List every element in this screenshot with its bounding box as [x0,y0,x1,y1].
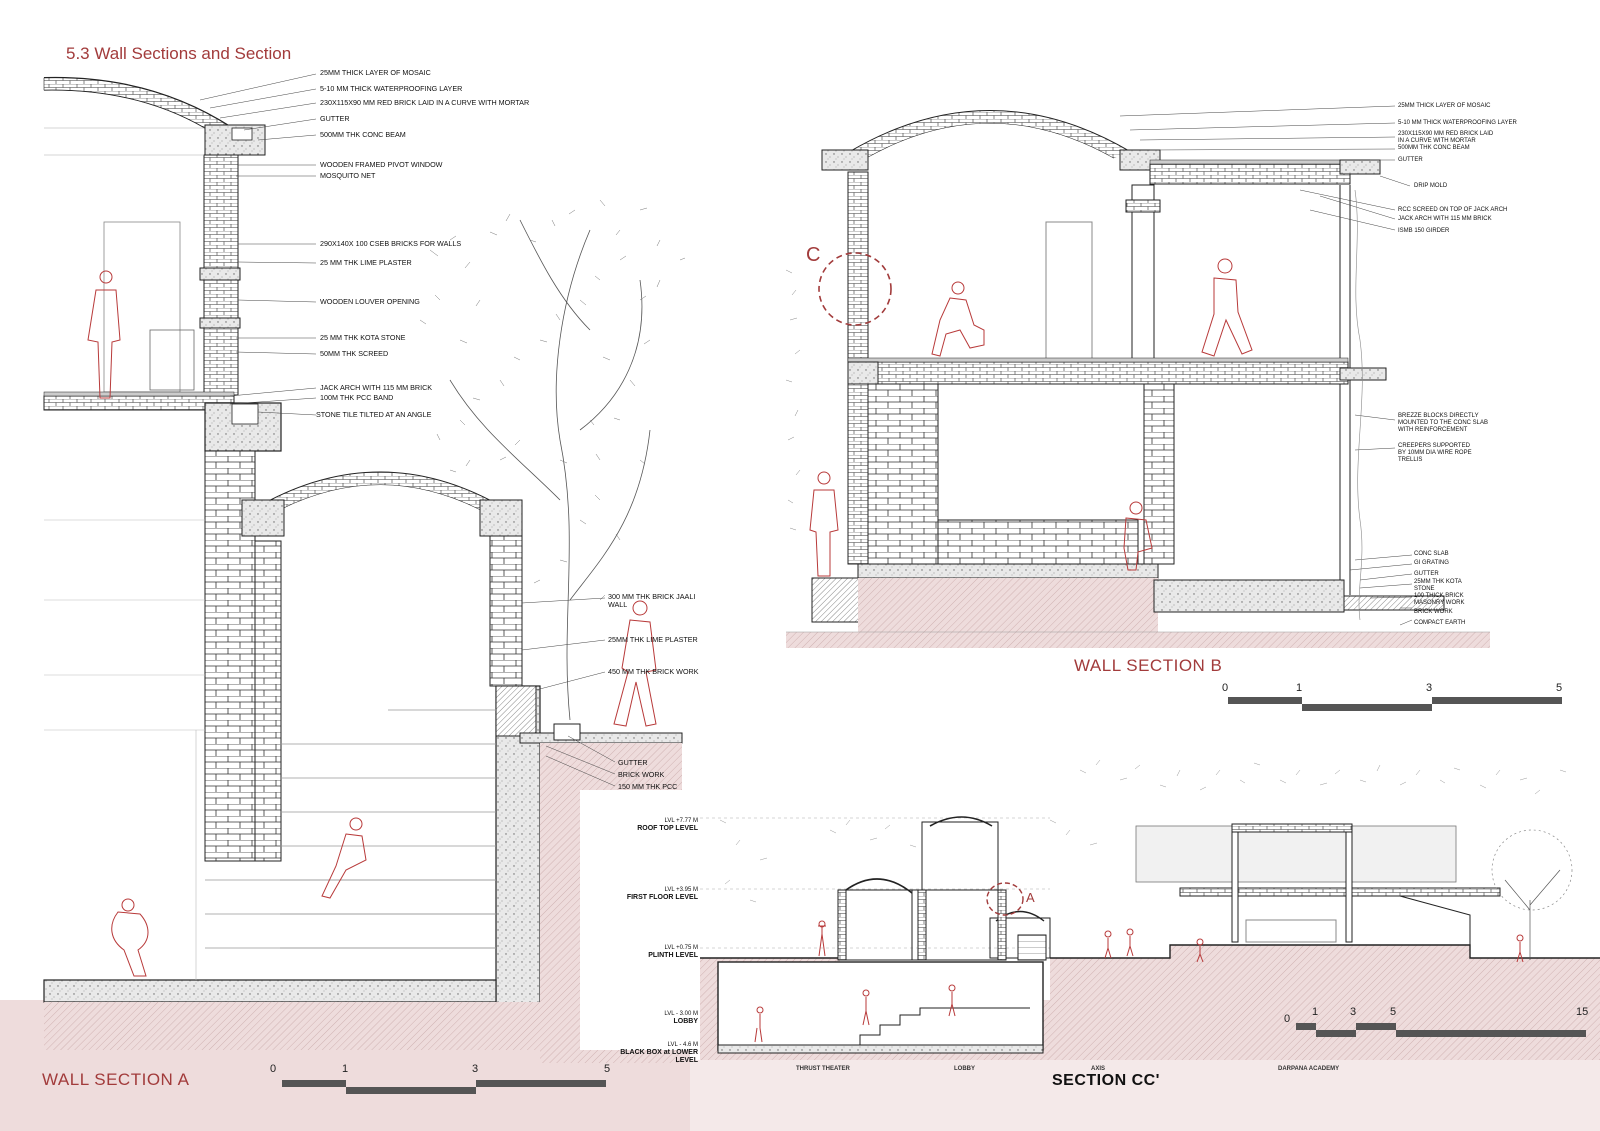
label-a-20: 150 MM THK PCC [618,782,678,791]
label-a-9: WOODEN LOUVER OPENING [320,297,420,306]
scale-a-1: 1 [342,1063,349,1075]
level-black-box-value: LVL - 4.6 M [667,1042,698,1048]
label-a-14: STONE TILE TILTED AT AN ANGLE [316,410,432,419]
zone-darpana-academy: DARPANA ACADEMY [1278,1066,1340,1072]
tree-foliage [419,199,686,601]
label-a-1: 5-10 MM THICK WATERPROOFING LAYER [320,84,463,93]
page-title: 5.3 Wall Sections and Section [66,44,292,63]
label-b-4: 500MM THK CONC BEAM [1398,145,1470,151]
scale-cc-2: 3 [1350,1006,1357,1018]
label-b-14: BY 10MM DIA WIRE ROPE [1398,450,1472,456]
section-cc-title: SECTION CC' [1052,1072,1160,1089]
label-b-1: 5-10 MM THICK WATERPROOFING LAYER [1398,120,1517,126]
label-b-8: JACK ARCH WITH 115 MM BRICK [1398,216,1492,222]
label-b-3: IN A CURVE WITH MORTAR [1398,138,1476,144]
label-b-23: BRICK WORK [1414,609,1453,615]
level-black-box: LVL - 4.6 M BLACK BOX at LOWER LEVEL [618,1042,698,1065]
level-lobby-name: LOBBY [673,1018,699,1025]
label-b-19: 25MM THK KOTA [1414,579,1462,585]
wall-section-a-title: WALL SECTION A [42,1070,190,1089]
level-plinth-value: LVL +0.75 M [664,945,698,951]
level-lobby: LVL - 3.00 M LOBBY [664,1011,698,1026]
scale-cc-0: 0 [1284,1013,1291,1025]
wall-section-b-drawing [785,105,1490,648]
breeze-block-column [1339,185,1351,595]
label-b-21: 100 THICK BRICK [1414,593,1464,599]
scale-bar-cc [1296,1023,1586,1037]
zone-thrust-theater: THRUST THEATER [796,1066,850,1072]
detail-circle-a [986,882,1024,916]
level-roof-name: ROOF TOP LEVEL [637,825,698,832]
label-b-11: MOUNTED TO THE CONC SLAB [1398,420,1489,426]
label-b-20: STONE [1414,586,1435,592]
wall-section-b-title: WALL SECTION B [1074,656,1223,675]
wall-section-a-drawing [43,76,690,1063]
label-a-11: 50MM THK SCREED [320,349,389,358]
label-a-2: 230x115x90 mm RED BRICK LAID IN A CURVE … [320,98,530,107]
label-b-18: GUTTER [1414,571,1439,577]
scale-cc-3: 5 [1390,1006,1397,1018]
label-a-7: 290x140x 100 CSEB BRICKS FOR WALLS [320,239,462,248]
label-a-16: 25MM THK LIME PLASTER [608,635,698,644]
label-a-5: WOODEN FRAMED PIVOT WINDOW [320,160,443,169]
label-a-6: MOSQUITO NET [320,171,376,180]
level-first-floor-name: FIRST FLOOR LEVEL [626,894,698,901]
level-plinth-name: PLINTH LEVEL [648,952,698,959]
label-b-15: TRELLIS [1398,457,1423,463]
label-a-10: 25 MM THK KOTA STONE [320,333,406,342]
detail-circle-c [818,252,892,326]
label-b-16: CONC SLAB [1414,551,1449,557]
label-a-4: 500MM THK CONC BEAM [320,130,406,139]
label-b-10: BREZZE BLOCKS DIRECTLY [1398,413,1479,419]
section-cc-drawing [700,759,1600,1060]
scale-cc-1: 1 [1312,1006,1319,1018]
label-b-12: WITH REINFORCEMENT [1398,427,1468,433]
label-b-22: MASONRY WORK [1414,600,1465,606]
scale-a-3: 5 [604,1063,611,1075]
scale-bar-b [1228,697,1562,711]
scale-bar-a [282,1080,606,1094]
level-roof: LVL +7.77 M ROOF TOP LEVEL [637,818,698,833]
label-b-13: CREEPERS SUPPORTED [1398,443,1470,449]
label-b-17: GI GRATING [1414,560,1449,566]
label-a-17: 450 MM THK BRICK WORK [608,667,699,676]
label-b-5: GUTTER [1398,157,1423,163]
level-first-floor-value: LVL +3.95 M [664,887,698,893]
level-first-floor: LVL +3.95 M FIRST FLOOR LEVEL [627,887,698,902]
label-a-3: GUTTER [320,114,350,123]
scale-b-1: 1 [1296,682,1303,694]
label-b-24: COMPACT EARTH [1414,620,1466,626]
label-a-15: 300 MM THK BRICK JAALI WALL [608,592,696,609]
label-a-0: 25MM THICK LAYER OF MOSAIC [320,68,431,77]
label-a-8: 25 MM THK LIME PLASTER [320,258,412,267]
label-b-7: RCC SCREED ON TOP OF JACK ARCH [1398,207,1508,213]
level-plinth: LVL +0.75 M PLINTH LEVEL [648,945,698,960]
detail-marker-c: C [806,244,821,266]
level-lobby-value: LVL - 3.00 M [664,1011,698,1017]
label-a-18: GUTTER [618,758,648,767]
label-a-19: BRICK WORK [618,770,665,779]
label-b-6: DRIP MOLD [1414,183,1448,189]
label-b-2: 230x115x90 mm RED BRICK LAID [1398,131,1494,137]
human-figures [87,258,1524,1043]
label-a-12: JACK ARCH WITH 115 MM BRICK [320,383,433,392]
zone-lobby: LOBBY [954,1066,975,1072]
label-b-0: 25MM THICK LAYER OF MOSAIC [1398,103,1491,109]
scale-cc-4: 15 [1576,1006,1589,1018]
scale-b-2: 3 [1426,682,1433,694]
label-a-13: 100M THK PCC BAND [320,393,394,402]
level-roof-value: LVL +7.77 M [664,818,698,824]
zone-axis: AXIS [1091,1066,1106,1072]
label-b-9: ISMB 150 GIRDER [1398,228,1450,234]
scale-a-0: 0 [270,1063,277,1075]
scale-b-3: 5 [1556,682,1563,694]
level-black-box-name: BLACK BOX at LOWER LEVEL [620,1049,698,1064]
detail-marker-a: A [1026,890,1035,905]
scale-b-0: 0 [1222,682,1229,694]
scale-a-2: 3 [472,1063,479,1075]
